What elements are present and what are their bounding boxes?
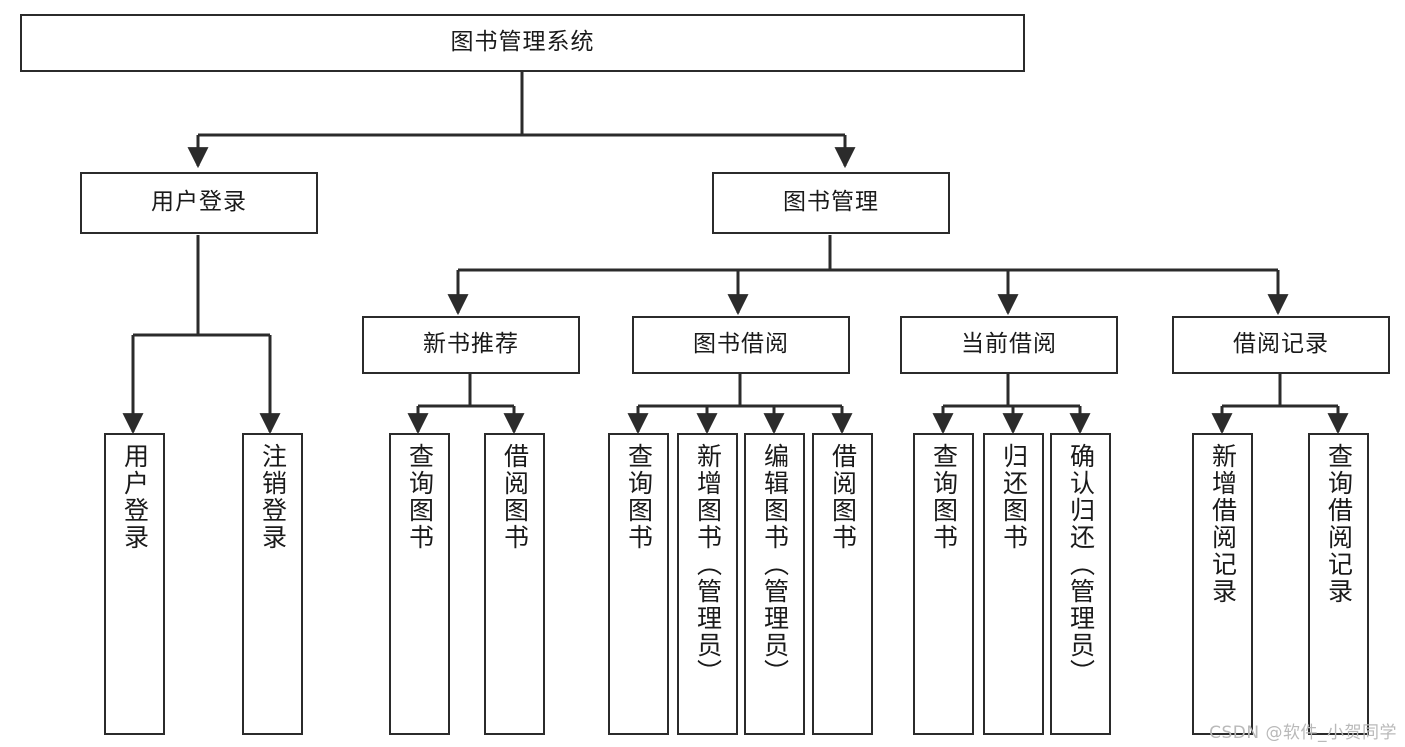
leaf-add-book[interactable]: 新增图书（管理员） (677, 433, 738, 735)
leaf-user-login-label: 用户登录 (120, 443, 150, 551)
node-current-borrow-label: 当前借阅 (961, 331, 1057, 358)
leaf-borrow-book-2[interactable]: 借阅图书 (812, 433, 873, 735)
node-book-manage-label: 图书管理 (783, 189, 879, 216)
leaf-query-book-1[interactable]: 查询图书 (389, 433, 450, 735)
leaf-add-book-label: 新增图书（管理员） (693, 443, 723, 686)
leaf-query-book-1-label: 查询图书 (405, 443, 435, 551)
leaf-query-book-2[interactable]: 查询图书 (608, 433, 669, 735)
node-root-label: 图书管理系统 (450, 29, 595, 56)
leaf-edit-book[interactable]: 编辑图书（管理员） (744, 433, 805, 735)
leaf-query-book-3[interactable]: 查询图书 (913, 433, 974, 735)
leaf-borrow-book-1-label: 借阅图书 (500, 443, 530, 551)
leaf-query-book-2-label: 查询图书 (624, 443, 654, 551)
node-current-borrow[interactable]: 当前借阅 (900, 316, 1118, 374)
leaf-query-book-3-label: 查询图书 (929, 443, 959, 551)
node-root[interactable]: 图书管理系统 (20, 14, 1025, 72)
node-book-manage[interactable]: 图书管理 (712, 172, 950, 234)
leaf-add-record[interactable]: 新增借阅记录 (1192, 433, 1253, 735)
leaf-borrow-book-2-label: 借阅图书 (828, 443, 858, 551)
node-book-borrow[interactable]: 图书借阅 (632, 316, 850, 374)
node-new-book-recommend[interactable]: 新书推荐 (362, 316, 580, 374)
node-borrow-record[interactable]: 借阅记录 (1172, 316, 1390, 374)
node-borrow-record-label: 借阅记录 (1233, 331, 1329, 358)
node-user-login[interactable]: 用户登录 (80, 172, 318, 234)
leaf-borrow-book-1[interactable]: 借阅图书 (484, 433, 545, 735)
node-book-borrow-label: 图书借阅 (693, 331, 789, 358)
leaf-logout-label: 注销登录 (258, 443, 288, 551)
leaf-query-record[interactable]: 查询借阅记录 (1308, 433, 1369, 735)
leaf-user-login[interactable]: 用户登录 (104, 433, 165, 735)
leaf-confirm-return[interactable]: 确认归还（管理员） (1050, 433, 1111, 735)
leaf-return-book-label: 归还图书 (999, 443, 1029, 551)
node-new-book-recommend-label: 新书推荐 (423, 331, 519, 358)
leaf-logout[interactable]: 注销登录 (242, 433, 303, 735)
leaf-confirm-return-label: 确认归还（管理员） (1066, 443, 1096, 686)
leaf-add-record-label: 新增借阅记录 (1208, 443, 1238, 605)
leaf-return-book[interactable]: 归还图书 (983, 433, 1044, 735)
leaf-edit-book-label: 编辑图书（管理员） (760, 443, 790, 686)
node-user-login-label: 用户登录 (151, 189, 247, 216)
leaf-query-record-label: 查询借阅记录 (1324, 443, 1354, 605)
